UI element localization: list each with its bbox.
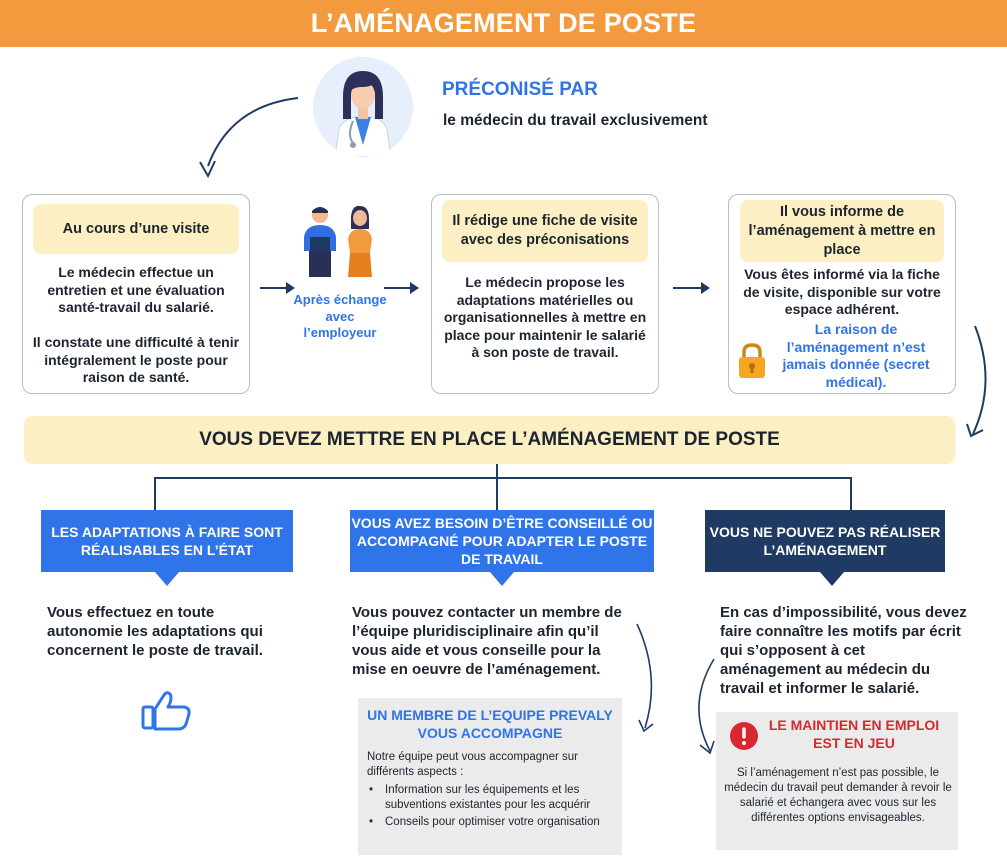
curved-arrow-col2 — [636, 623, 654, 733]
exchange-label: Après échange avec l’employeur — [293, 292, 387, 340]
column-header-advice: VOUS AVEZ BESOIN D’ÊTRE CONSEILLÉ OU ACC… — [350, 510, 654, 572]
connector-vertical-main — [496, 464, 498, 478]
support-item-organisation: Conseils pour optimiser votre organisati… — [367, 815, 617, 830]
step-text-report: Le médecin propose les adaptations matér… — [443, 274, 647, 360]
step-highlight-secret: La raison de l’aménagement n’est jamais … — [782, 321, 930, 390]
action-banner-text: VOUS DEVEZ METTRE EN PLACE L’AMÉNAGEMENT… — [199, 429, 780, 450]
step-text-inform: Vous êtes informé via la fiche de visite… — [743, 266, 941, 317]
action-banner — [24, 416, 955, 464]
curved-arrow-col3 — [698, 658, 715, 755]
thumbs-up-icon — [140, 689, 194, 731]
column-text-advice: Vous pouvez contacter un membre de l’équ… — [352, 604, 622, 678]
column-text-autonomous: Vous effectuez en toute autonomie les ad… — [47, 604, 263, 659]
support-box-list: Information sur les équipements et les s… — [367, 783, 617, 830]
arrow-line-2 — [384, 287, 410, 289]
connector-right — [850, 477, 852, 510]
arrow-head-1 — [286, 282, 295, 294]
lock-icon — [735, 342, 769, 380]
support-box-intro: Notre équipe peut vous accompagner sur d… — [367, 751, 578, 778]
connector-middle — [496, 477, 498, 510]
recommended-subtitle: le médecin du travail exclusivement — [443, 112, 708, 129]
arrow-head-3 — [701, 282, 710, 294]
step-label-visit: Au cours d’une visite — [33, 204, 239, 254]
alert-icon — [729, 721, 759, 751]
column-header-autonomous: LES ADAPTATIONS À FAIRE SONT RÉALISABLES… — [41, 510, 293, 572]
curved-arrow-doctor — [199, 97, 299, 179]
arrow-line-3 — [673, 287, 701, 289]
step-label-inform: Il vous informe de l’aménagement à mettr… — [740, 200, 944, 262]
arrow-line-1 — [260, 287, 286, 289]
header-bar — [0, 0, 1007, 47]
column-text-impossible: En cas d’impossibilité, vous devez faire… — [720, 604, 967, 697]
support-item-equipment: Information sur les équipements et les s… — [367, 783, 617, 813]
doctor-illustration — [313, 57, 413, 157]
support-box-title: UN MEMBRE DE L’EQUIPE PREVALY VOUS ACCOM… — [367, 707, 613, 741]
warning-box-body: Si l’aménagement n’est pas possible, le … — [724, 767, 952, 824]
curved-arrow-right — [966, 325, 987, 438]
column-header-impossible: VOUS NE POUVEZ PAS RÉALISER L’AMÉNAGEMEN… — [705, 510, 945, 572]
recommended-title: PRÉCONISÉ PAR — [442, 79, 598, 100]
step-text-visit-2: Il constate une difficulté à tenir intég… — [32, 334, 240, 385]
people-icon — [296, 203, 384, 279]
step-text-visit-1: Le médecin effectue un entretien et une … — [47, 264, 225, 315]
page-title: L’AMÉNAGEMENT DE POSTE — [310, 8, 697, 38]
connector-left — [154, 477, 156, 510]
column-pointer-3 — [820, 572, 844, 586]
warning-box-title: LE MAINTIEN EN EMPLOI EST EN JEU — [768, 717, 940, 751]
connector-horizontal — [154, 477, 852, 479]
column-pointer-1 — [155, 572, 179, 586]
arrow-head-2 — [410, 282, 419, 294]
column-pointer-2 — [490, 572, 514, 586]
step-label-report: Il rédige une fiche de visite avec des p… — [442, 200, 648, 262]
